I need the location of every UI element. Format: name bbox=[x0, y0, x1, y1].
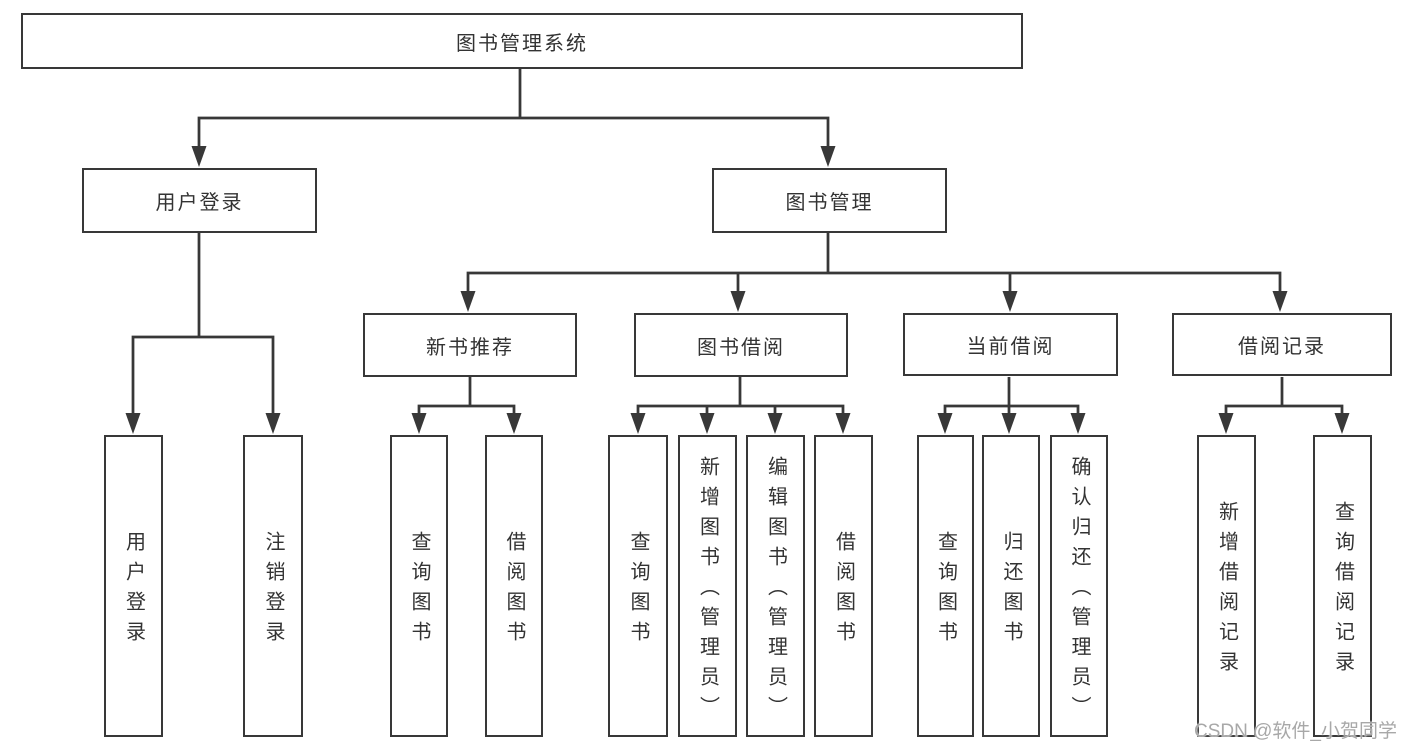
leaf-label: 归还图书 bbox=[1000, 531, 1022, 651]
leaf-user-login: 用户登录 bbox=[104, 435, 163, 737]
node-book-borrow: 图书借阅 bbox=[634, 313, 848, 377]
leaf-borrow-query-books: 查询图书 bbox=[608, 435, 668, 737]
node-current-borrow: 当前借阅 bbox=[903, 313, 1118, 376]
leaf-label: 查询图书 bbox=[408, 531, 430, 651]
node-new-book-recommend-label: 新书推荐 bbox=[426, 336, 514, 359]
leaf-label: 查询图书 bbox=[627, 531, 649, 651]
node-root-label: 图书管理系统 bbox=[456, 32, 588, 55]
leaf-recommend-borrow-books: 借阅图书 bbox=[485, 435, 543, 737]
node-current-borrow-label: 当前借阅 bbox=[966, 336, 1055, 358]
leaf-borrow-borrow-books: 借阅图书 bbox=[814, 435, 873, 737]
node-book-management: 图书管理 bbox=[712, 168, 947, 233]
leaf-label: 编辑图书（管理员） bbox=[764, 456, 787, 726]
leaf-current-confirm-return-admin: 确认归还（管理员） bbox=[1050, 435, 1108, 737]
node-borrow-records: 借阅记录 bbox=[1172, 313, 1392, 376]
leaf-borrow-edit-books-admin: 编辑图书（管理员） bbox=[746, 435, 805, 737]
node-user-login: 用户登录 bbox=[82, 168, 317, 233]
leaf-label: 借阅图书 bbox=[832, 531, 855, 651]
leaf-label: 查询图书 bbox=[934, 531, 957, 651]
leaf-recommend-query-books: 查询图书 bbox=[390, 435, 448, 737]
leaf-logout-login: 注销登录 bbox=[243, 435, 303, 737]
leaf-label: 新增图书（管理员） bbox=[696, 456, 719, 726]
leaf-records-add-borrow-record: 新增借阅记录 bbox=[1197, 435, 1256, 737]
leaf-label: 查询借阅记录 bbox=[1331, 501, 1354, 681]
watermark: CSDN @软件_小贺同学 bbox=[1194, 721, 1397, 742]
leaf-current-query-books: 查询图书 bbox=[917, 435, 974, 737]
node-book-management-label: 图书管理 bbox=[785, 192, 874, 214]
leaf-borrow-add-books-admin: 新增图书（管理员） bbox=[678, 435, 737, 737]
leaf-records-query-borrow-record: 查询借阅记录 bbox=[1313, 435, 1372, 737]
leaf-current-return-books: 归还图书 bbox=[982, 435, 1040, 737]
node-user-login-label: 用户登录 bbox=[155, 192, 244, 214]
leaf-label: 新增借阅记录 bbox=[1215, 501, 1238, 681]
leaf-label: 确认归还（管理员） bbox=[1068, 456, 1090, 726]
node-book-borrow-label: 图书借阅 bbox=[697, 336, 785, 359]
leaf-label: 用户登录 bbox=[122, 531, 145, 651]
node-root: 图书管理系统 bbox=[21, 13, 1023, 69]
leaf-label: 借阅图书 bbox=[503, 531, 525, 651]
node-borrow-records-label: 借阅记录 bbox=[1238, 336, 1326, 358]
leaf-label: 注销登录 bbox=[262, 531, 284, 651]
node-new-book-recommend: 新书推荐 bbox=[363, 313, 577, 377]
